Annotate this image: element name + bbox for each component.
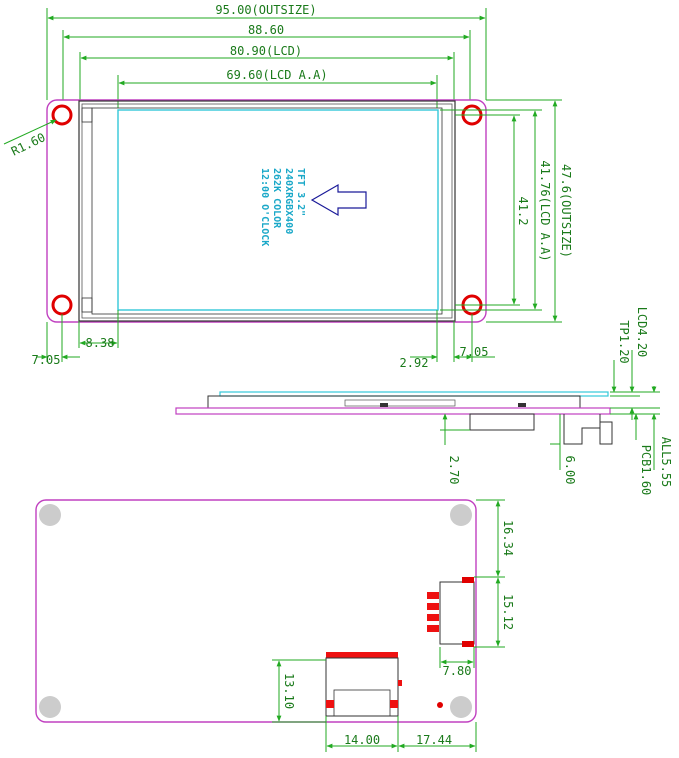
dim-back-right-top: 16.34 <box>501 520 515 556</box>
lcd-frame <box>78 100 456 322</box>
dim-pcb-thickness: PCB1.60 <box>639 445 653 496</box>
dim-back-left-height: 13.10 <box>282 673 296 709</box>
bottom-connector-mark <box>398 680 402 686</box>
dim-connector-height: 2.70 <box>447 456 461 485</box>
side-lcd-fpc <box>344 399 456 407</box>
back-view: 16.34 15.12 7.80 13.10 14.00 17.44 <box>35 499 515 752</box>
dim-outsize-width: 95.00(OUTSIZE) <box>215 3 316 17</box>
side-header <box>563 414 601 445</box>
dim-radius: R1.60 <box>9 130 48 158</box>
dim-tp-thickness: TP1.20 <box>617 320 631 363</box>
dim-outsize-height: 47.6(OUTSIZE) <box>559 164 573 258</box>
back-pcb-outline <box>35 499 477 723</box>
side-header-pin <box>599 421 613 445</box>
dim-right-edge: 7.05 <box>460 345 489 359</box>
side-connector-tab-bottom <box>462 641 474 647</box>
lcd-tab-top <box>81 107 93 123</box>
lcd-glass <box>91 107 443 315</box>
dim-inner-height: 41.2 <box>516 197 530 226</box>
side-pcb <box>175 407 611 415</box>
side-touch-panel <box>219 391 609 397</box>
back-pad-bottom-right <box>450 696 472 718</box>
dim-left-aa-offset: 8.38 <box>86 336 115 350</box>
dim-back-bottom-right: 17.44 <box>416 733 452 747</box>
hole-bottom-left <box>51 294 73 316</box>
bottom-connector-pins <box>326 652 398 658</box>
bottom-connector-tab-left <box>326 700 334 708</box>
side-connector-pad-1 <box>427 592 439 599</box>
back-side-connector <box>427 577 475 647</box>
back-bottom-connector <box>325 652 402 717</box>
bottom-connector-body <box>325 657 399 717</box>
hole-top-left <box>51 104 73 126</box>
dim-lcd-width: 80.90(LCD) <box>230 44 302 58</box>
front-horizontal-dims <box>47 15 486 86</box>
dim-lcd-aa-height: 41.76(LCD A.A) <box>538 160 552 261</box>
spec-line-1: TFT 3.2" <box>295 168 306 216</box>
dim-frame-width: 88.60 <box>248 23 284 37</box>
lcd-active-area <box>117 109 439 311</box>
back-pad-bottom-left <box>39 696 61 718</box>
front-extension-lines <box>46 8 487 108</box>
front-pcb-outline <box>46 99 487 323</box>
side-connector-pad-2 <box>427 603 439 610</box>
back-small-pad <box>437 702 443 708</box>
dim-back-connector-width: 7.80 <box>443 664 472 678</box>
side-connector-pad-3 <box>427 614 439 621</box>
dim-lcd-aa-width: 69.60(LCD A.A) <box>226 68 327 82</box>
back-pad-top-right <box>450 504 472 526</box>
back-bottom-dims <box>325 716 477 752</box>
back-right-dims <box>439 499 505 668</box>
dim-back-bottom-left: 14.00 <box>344 733 380 747</box>
side-lcd-clip-1 <box>380 403 388 407</box>
bottom-connector-slot <box>333 689 391 717</box>
dim-header-height: 6.00 <box>563 456 577 485</box>
side-lcd-clip-2 <box>518 403 526 407</box>
front-vertical-dims <box>440 99 562 323</box>
side-connector-tab-top <box>462 577 474 583</box>
front-bottom-dims <box>36 310 495 362</box>
spec-line-4: 12:00 O'CLOCK <box>259 168 270 246</box>
side-connector <box>469 413 535 431</box>
side-connector-body <box>439 581 475 645</box>
back-left-dims <box>272 659 326 723</box>
lcd-tab-bottom <box>81 297 93 313</box>
lcd-frame-inner <box>81 103 453 319</box>
dim-left-edge: 7.05 <box>32 353 61 367</box>
dim-all-thickness: ALL5.55 <box>659 437 673 488</box>
spec-line-2: 240XRGBX400 <box>283 168 294 234</box>
spec-line-3: 262K COLOR <box>271 168 282 229</box>
side-dims <box>440 350 660 470</box>
side-connector-pad-4 <box>427 625 439 632</box>
dim-right-aa-offset: 2.92 <box>400 356 429 370</box>
front-view: 95.00(OUTSIZE) 88.60 80.90(LCD) 69.60(LC… <box>3 3 573 370</box>
dim-lcd-thickness: LCD4.20 <box>635 307 649 358</box>
dim-back-right-mid: 15.12 <box>501 594 515 630</box>
radius-leader <box>3 119 57 145</box>
side-view: TP1.20 LCD4.20 ALL5.55 PCB1.60 2.70 6.00 <box>175 307 673 496</box>
orientation-arrow-icon <box>310 183 367 217</box>
back-pad-top-left <box>39 504 61 526</box>
lcd-spec-text: TFT 3.2" 240XRGBX400 262K COLOR 12:00 O'… <box>259 168 306 246</box>
bottom-connector-tab-right <box>390 700 398 708</box>
